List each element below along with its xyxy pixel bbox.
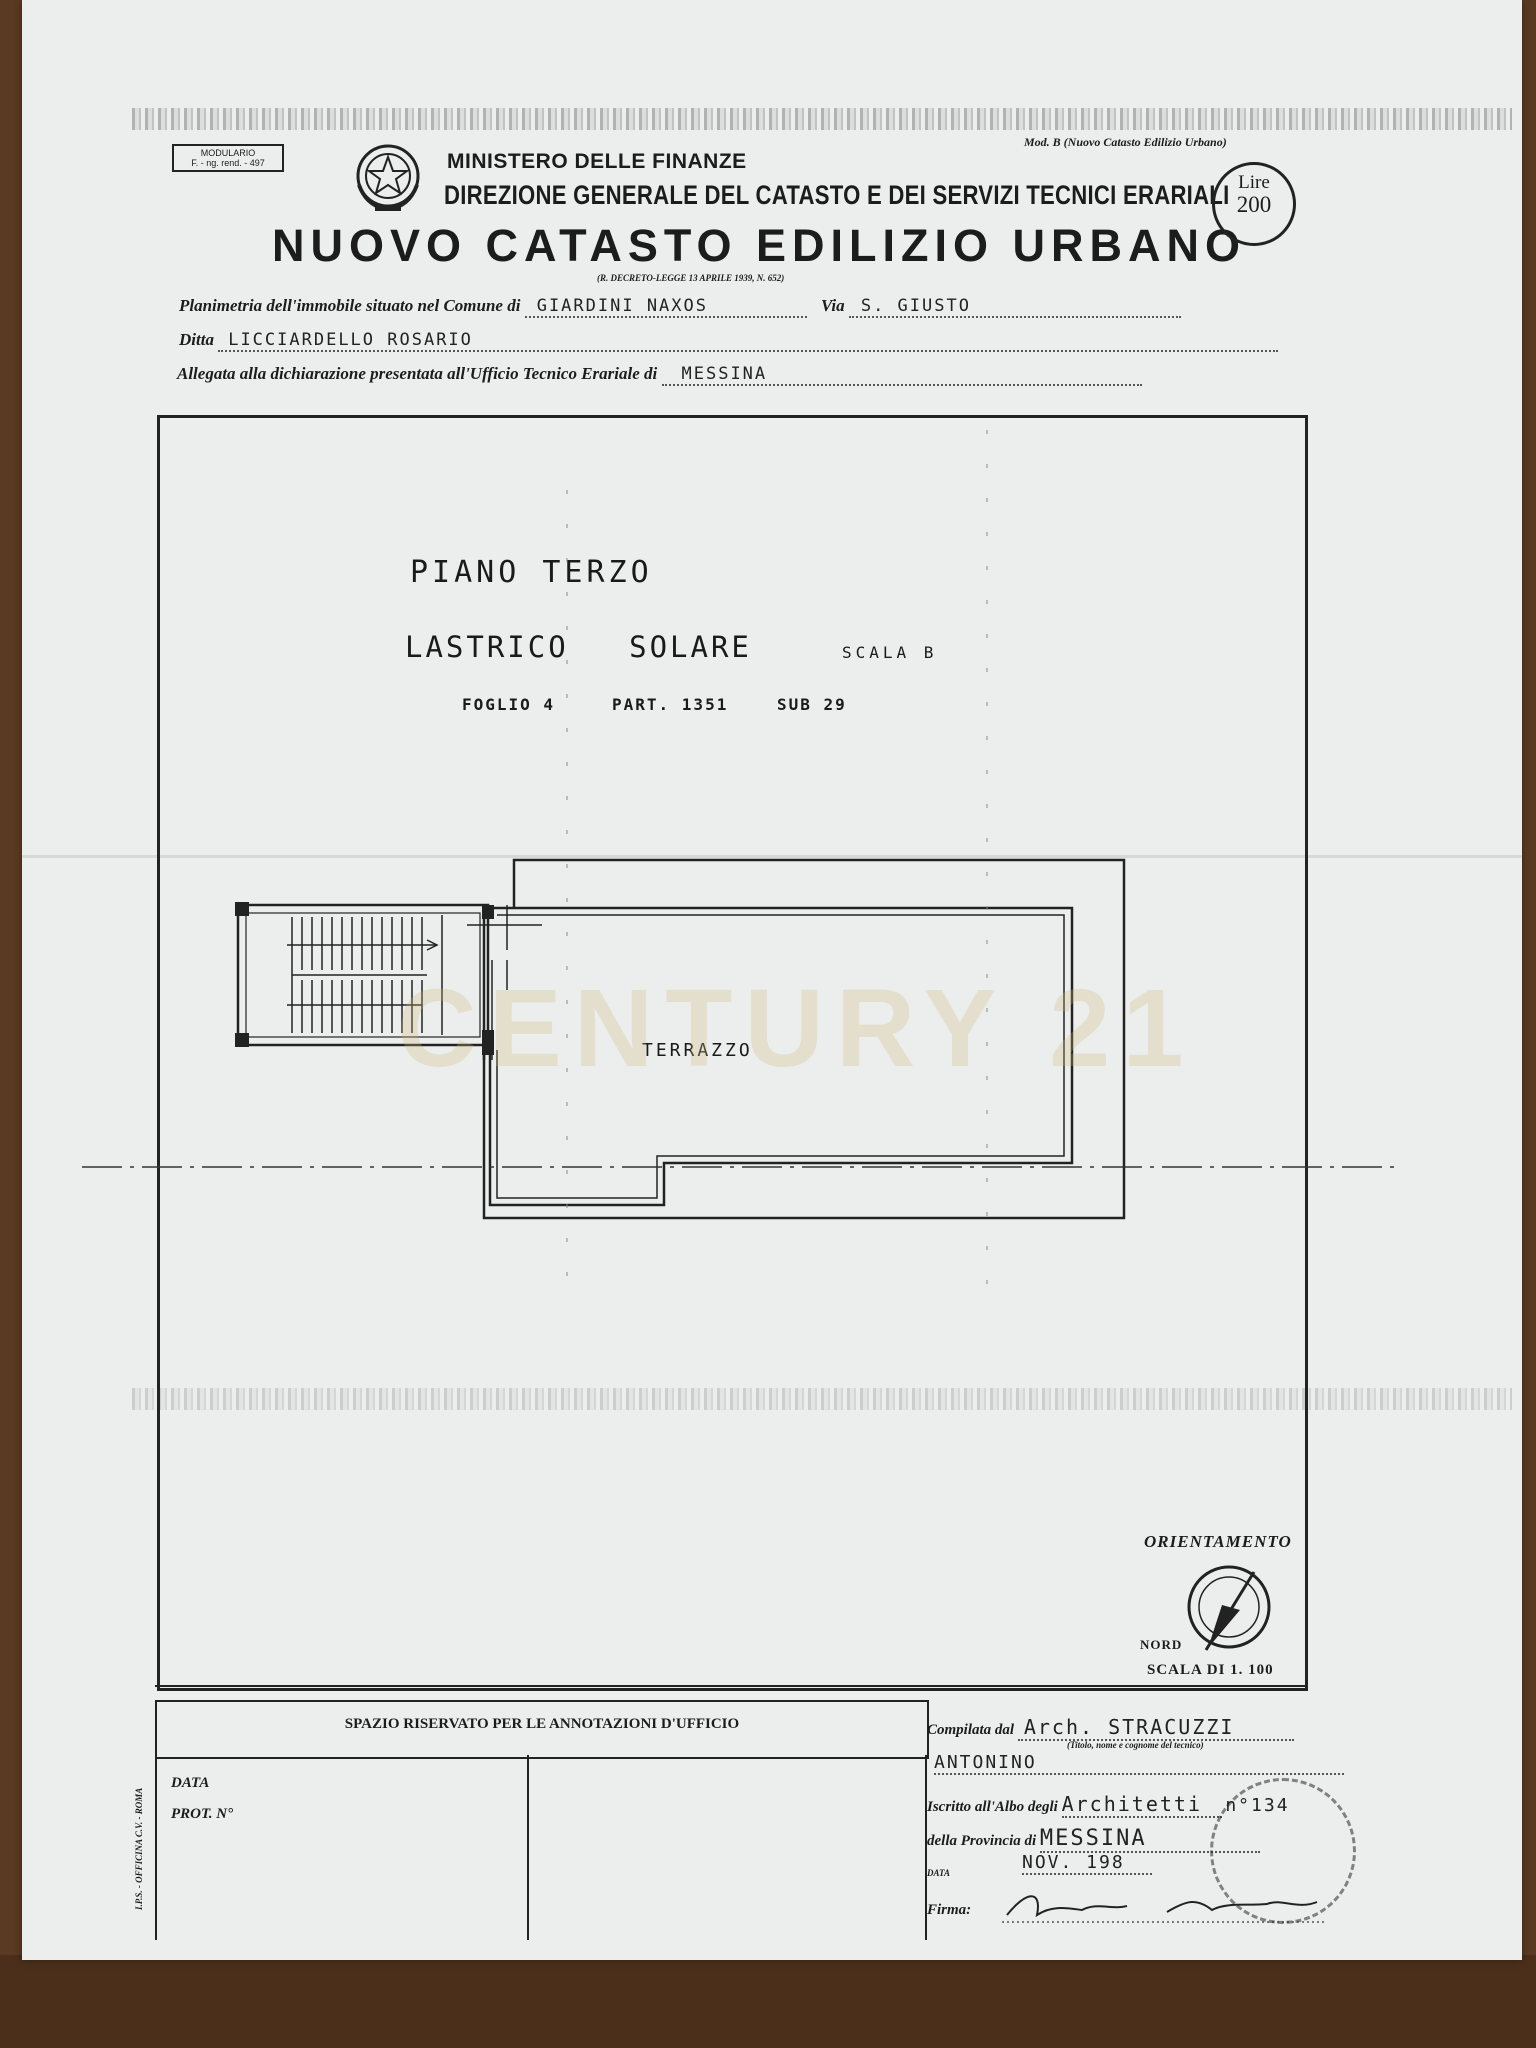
printer-note: I.P.S. - OFFICINA C.V. - ROMA: [134, 1787, 144, 1910]
office-header-box: SPAZIO RISERVATO PER LE ANNOTAZIONI D'UF…: [155, 1700, 929, 1759]
type-label: LASTRICO SOLARE: [405, 630, 752, 664]
room-label-terrazzo: TERRAZZO: [642, 1040, 753, 1061]
provincia-label: della Provincia di: [927, 1833, 1037, 1849]
firma-label: Firma:: [927, 1902, 972, 1918]
footer-date-value: NOV. 198: [1022, 1852, 1152, 1875]
architects-order-stamp-icon: [1210, 1778, 1356, 1924]
technician-title-note: (Titolo, nome e cognome del tecnico): [1067, 1740, 1204, 1750]
table-surface: [0, 1955, 1536, 2048]
footer-date-label: DATA: [927, 1868, 951, 1878]
provincia-line: della Provincia di MESSINA: [927, 1826, 1260, 1853]
scan-noise: [132, 108, 1512, 130]
direction-name: DIREZIONE GENERALE DEL CATASTO E DEI SER…: [444, 180, 1230, 210]
office-notes-right: [527, 1755, 927, 1940]
allegata-line: Allegata alla dichiarazione presentata a…: [177, 364, 1142, 386]
modulario-box: MODULARIO F. - ng. rend. - 497: [172, 144, 284, 172]
modulario-label: MODULARIO: [200, 148, 256, 158]
ditta-line: Ditta LICCIARDELLO ROSARIO: [179, 330, 1279, 352]
via-value: S. GIUSTO: [848, 296, 1181, 318]
footer-top-rule: [155, 1685, 1305, 1687]
mod-b-label: Mod. B (Nuovo Catasto Edilizio Urbano): [1024, 135, 1227, 149]
north-label: NORD: [1140, 1637, 1183, 1652]
comune-value: GIARDINI NAXOS: [524, 296, 807, 318]
compilata-label: Compilata dal: [927, 1722, 1015, 1738]
allegata-label: Allegata alla dichiarazione presentata a…: [177, 364, 658, 383]
floor-plan-drawing: [82, 430, 1402, 1300]
scan-noise: [132, 1388, 1512, 1410]
iscritto-value: Architetti: [1061, 1792, 1222, 1818]
office-notes-left: DATA PROT. N°: [155, 1755, 529, 1940]
planimetria-line: Planimetria dell'immobile situato nel Co…: [179, 296, 1181, 318]
via-label: Via: [820, 296, 845, 315]
scala-label: SCALA B: [842, 643, 938, 662]
protocol-number-label: PROT. N°: [171, 1806, 234, 1822]
stamp-duty-circle: Lire 200: [1212, 162, 1296, 246]
decree-reference: (R. DECRETO-LEGGE 13 APRILE 1939, N. 652…: [597, 273, 785, 283]
ditta-label: Ditta: [179, 330, 214, 349]
lire-label: Lire: [1238, 172, 1270, 193]
subalterno-label: SUB 29: [777, 695, 847, 714]
document-title: NUOVO CATASTO EDILIZIO URBANO: [272, 220, 1247, 271]
cadastral-document: MODULARIO F. - ng. rend. - 497 Mod. B (N…: [22, 0, 1522, 1960]
office-space-title: SPAZIO RISERVATO PER LE ANNOTAZIONI D'UF…: [344, 1716, 740, 1732]
planimetria-label: Planimetria dell'immobile situato nel Co…: [179, 296, 521, 315]
floor-label: PIANO TERZO: [410, 555, 653, 590]
italian-republic-emblem-icon: [347, 135, 429, 217]
foglio-label: FOGLIO 4: [462, 695, 556, 714]
orientation-label: ORIENTAMENTO: [1144, 1532, 1292, 1551]
provincia-value: MESSINA: [1039, 1826, 1260, 1853]
ditta-value: LICCIARDELLO ROSARIO: [218, 330, 1279, 352]
particella-label: PART. 1351: [612, 695, 729, 714]
compilata-value: Arch. STRACUZZI: [1017, 1715, 1294, 1741]
compilata-line: Compilata dal Arch. STRACUZZI: [927, 1715, 1294, 1741]
plan-frame: [157, 415, 1308, 1691]
technician-first-name: ANTONINO: [934, 1752, 1344, 1775]
fold-line: [22, 855, 1522, 858]
ufficio-value: MESSINA: [661, 364, 1142, 386]
modulario-code: F. - ng. rend. - 497: [191, 158, 265, 168]
century21-watermark: CENTURY 21: [397, 967, 1196, 1090]
scale-label: SCALA DI 1. 100: [1147, 1662, 1274, 1678]
lire-value: 200: [1236, 192, 1272, 217]
compass-north-icon: [1182, 1560, 1277, 1655]
ministry-name: MINISTERO DELLE FINANZE: [447, 150, 747, 173]
office-data-label: DATA: [171, 1775, 210, 1791]
iscritto-label: Iscritto all'Albo degli: [927, 1799, 1058, 1815]
